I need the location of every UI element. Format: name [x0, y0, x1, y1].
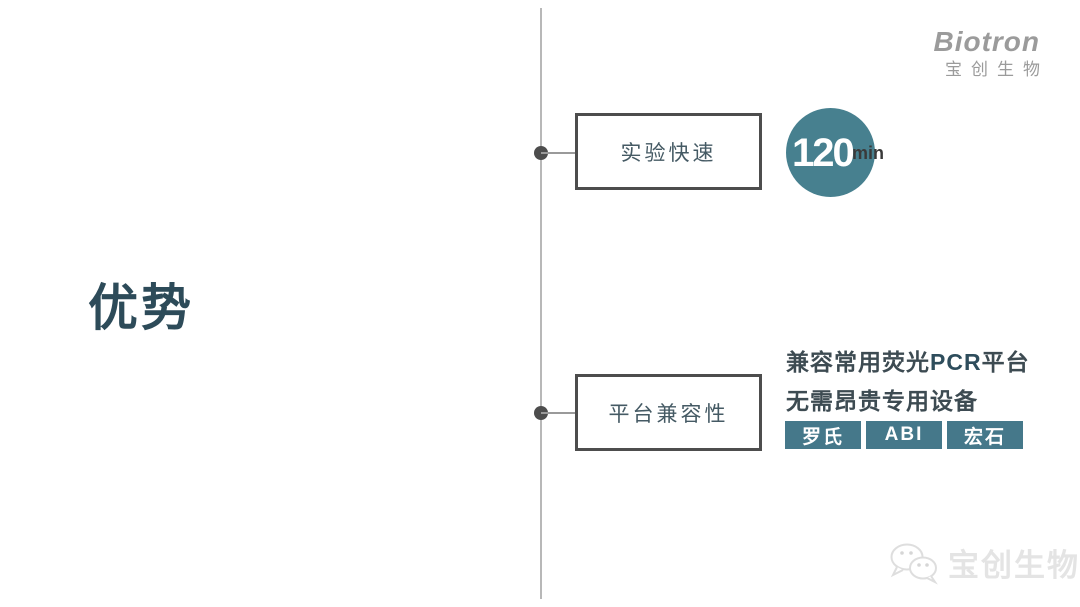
platform-compatibility-label: 平台兼容性: [608, 402, 729, 426]
time-stat-unit: min: [852, 143, 885, 163]
experiment-speed-label: 实验快速: [620, 141, 717, 165]
brand-logo: Biotron 宝创生物: [933, 26, 1040, 79]
connector-line-1: [541, 152, 576, 154]
platform-badge-hongshi: 宏石: [947, 421, 1023, 449]
time-stat-value: 120: [792, 131, 855, 175]
brand-name-cn: 宝创生物: [945, 60, 1049, 79]
compatibility-detail-line-2: 无需昂贵专用设备: [786, 388, 978, 414]
detail-line1-pre: 兼容常用荧光: [786, 349, 930, 375]
connector-line-2: [541, 412, 576, 414]
watermark: 宝创生物: [886, 540, 1080, 591]
brand-name: Biotron: [933, 26, 1040, 57]
platform-badge-list: 罗氏 ABI 宏石: [785, 421, 1023, 449]
platform-badge-roche: 罗氏: [785, 421, 861, 449]
detail-line1-pcr: PCR: [930, 349, 982, 375]
detail-line1-post: 平台: [981, 349, 1030, 375]
page-title: 优势: [88, 280, 194, 336]
wechat-icon: [886, 540, 944, 591]
watermark-text: 宝创生物: [948, 548, 1080, 583]
timeline-line: [540, 8, 542, 599]
compatibility-detail-line-1: 兼容常用荧光PCR平台: [786, 349, 1030, 375]
time-stat-circle: 120: [786, 108, 875, 197]
platform-badge-abi: ABI: [866, 421, 942, 449]
experiment-speed-box: 实验快速: [575, 113, 762, 190]
platform-compatibility-box: 平台兼容性: [575, 374, 762, 451]
